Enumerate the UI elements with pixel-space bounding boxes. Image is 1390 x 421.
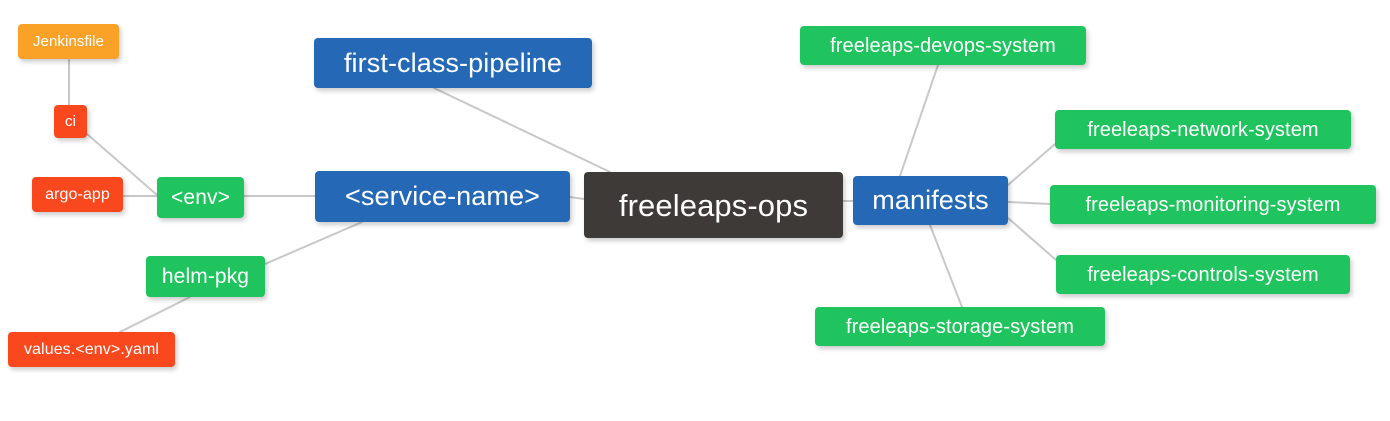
edge-manifests-storage — [929, 224, 963, 308]
node-label: values.<env>.yaml — [23, 340, 160, 358]
edge-manifests-controls — [1007, 217, 1057, 261]
node-ci[interactable]: ci — [54, 105, 87, 138]
node-label: freeleaps-controls-system — [1087, 263, 1319, 286]
edge-valuesyaml-helmpkg — [119, 296, 191, 333]
node-service-name[interactable]: <service-name> — [315, 171, 570, 222]
edge-manifests-devops — [899, 64, 939, 177]
edge-manifests-monitoring — [1007, 201, 1051, 205]
node-label: freeleaps-devops-system — [830, 34, 1056, 57]
node-label: freeleaps-ops — [618, 187, 809, 223]
node-label: helm-pkg — [161, 265, 250, 288]
node-freeleaps-monitoring-system[interactable]: freeleaps-monitoring-system — [1050, 185, 1376, 224]
node-helm-pkg[interactable]: helm-pkg — [146, 256, 265, 297]
edge-servicename-ops — [569, 196, 585, 200]
node-label: <env> — [171, 186, 230, 209]
node-manifests[interactable]: manifests — [853, 176, 1008, 225]
node-label: manifests — [872, 185, 989, 215]
node-first-class-pipeline[interactable]: first-class-pipeline — [314, 38, 592, 88]
node-label: freeleaps-monitoring-system — [1085, 193, 1341, 216]
node-label: freeleaps-network-system — [1087, 118, 1319, 141]
node-freeleaps-ops[interactable]: freeleaps-ops — [584, 172, 843, 238]
node-freeleaps-network-system[interactable]: freeleaps-network-system — [1055, 110, 1351, 149]
node-label: freeleaps-storage-system — [845, 315, 1075, 338]
node-freeleaps-devops-system[interactable]: freeleaps-devops-system — [800, 26, 1086, 65]
node-values-yaml[interactable]: values.<env>.yaml — [8, 332, 175, 367]
node-label: ci — [64, 113, 77, 130]
node-freeleaps-storage-system[interactable]: freeleaps-storage-system — [815, 307, 1105, 346]
node-freeleaps-controls-system[interactable]: freeleaps-controls-system — [1056, 255, 1350, 294]
node-label: Jenkinsfile — [32, 33, 105, 50]
node-label: <service-name> — [345, 181, 540, 211]
node-argo-app[interactable]: argo-app — [32, 177, 123, 212]
node-label: first-class-pipeline — [343, 47, 563, 78]
node-jenkinsfile[interactable]: Jenkinsfile — [18, 24, 119, 59]
node-label: argo-app — [45, 185, 110, 203]
node-env[interactable]: <env> — [157, 177, 244, 218]
edge-pipeline-ops — [433, 87, 611, 173]
edge-helmpkg-servicename — [264, 221, 363, 265]
edge-manifests-network — [1007, 143, 1056, 186]
